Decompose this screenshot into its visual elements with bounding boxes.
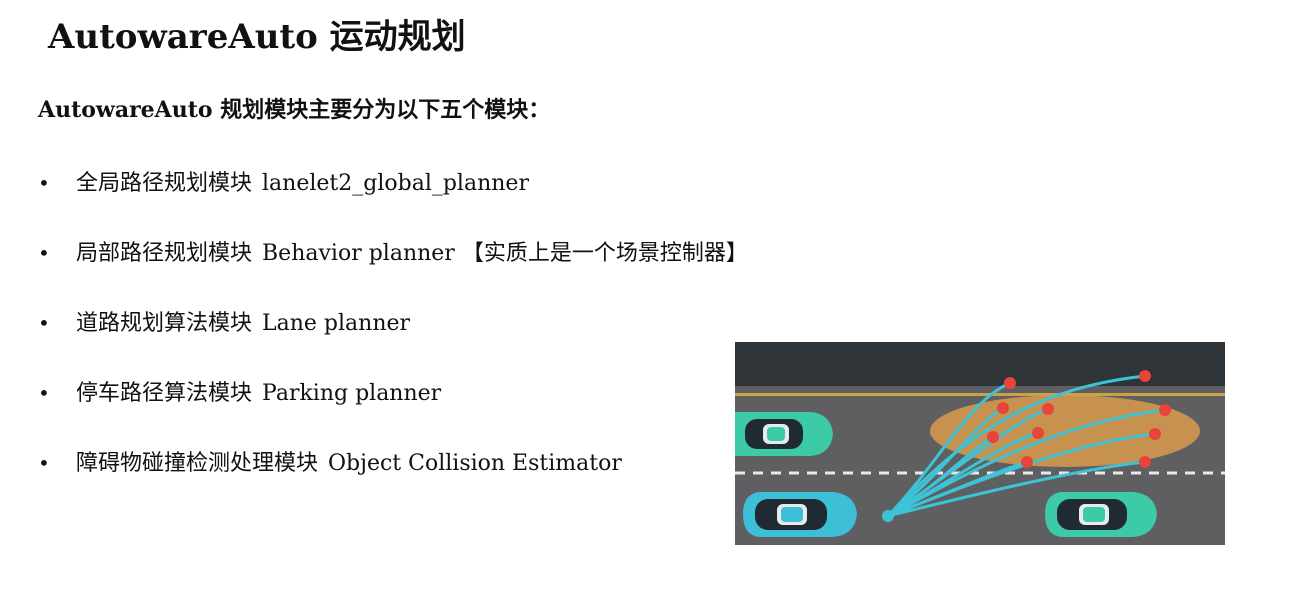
trajectory-path <box>886 431 1040 518</box>
car-top-left <box>735 412 833 456</box>
module-name-en: Parking planner <box>262 381 442 406</box>
bullet: • <box>38 381 50 405</box>
intro-heading: AutowareAuto 规划模块主要分为以下五个模块： <box>38 97 551 123</box>
trajectory-illustration <box>735 342 1225 545</box>
bullet: • <box>38 311 50 335</box>
curb-line <box>735 393 1225 396</box>
module-name-en: Behavior planner <box>262 241 455 266</box>
car-roof-inner <box>767 427 785 441</box>
ego-origin-point <box>882 510 894 522</box>
candidate-point <box>1021 456 1033 468</box>
trajectory-fan <box>886 374 1167 518</box>
module-item-global-planner: • 全局路径规划模块 lanelet2_global_planner <box>38 163 529 203</box>
module-name-cn: 全局路径规划模块 <box>76 171 253 196</box>
candidate-point <box>1149 428 1161 440</box>
trajectory-path <box>886 374 1147 518</box>
candidate-points <box>987 370 1171 468</box>
module-name-cn: 道路规划算法模块 <box>76 311 253 336</box>
candidate-point <box>1139 456 1151 468</box>
module-name-en: Object Collision Estimator <box>328 451 622 476</box>
page-title: AutowareAuto 运动规划 <box>48 17 466 57</box>
bullet: • <box>38 171 50 195</box>
module-name-cn: 障碍物碰撞检测处理模块 <box>76 451 319 476</box>
top-band <box>735 342 1225 386</box>
candidate-point <box>1139 370 1151 382</box>
candidate-point <box>1159 404 1171 416</box>
module-name-en: lanelet2_global_planner <box>262 171 529 196</box>
car-bottom-right <box>1045 492 1157 537</box>
trajectory-path <box>886 406 1005 518</box>
trajectory-path <box>886 460 1029 518</box>
module-item-collision-estimator: • 障碍物碰撞检测处理模块 Object Collision Estimator <box>38 443 622 483</box>
candidate-point <box>987 431 999 443</box>
candidate-point <box>997 402 1009 414</box>
bullet: • <box>38 241 50 265</box>
module-item-behavior-planner: • 局部路径规划模块 Behavior planner 【实质上是一个场景控制器】 <box>38 233 748 273</box>
car-roof-inner <box>781 507 803 522</box>
module-name-cn: 停车路径算法模块 <box>76 381 253 406</box>
candidate-point <box>1032 427 1044 439</box>
module-item-lane-planner: • 道路规划算法模块 Lane planner <box>38 303 410 343</box>
candidate-point <box>1004 377 1016 389</box>
module-name-cn: 局部路径规划模块 <box>76 241 253 266</box>
car-ego <box>743 492 894 537</box>
module-name-en: Lane planner <box>262 311 411 336</box>
module-item-parking-planner: • 停车路径算法模块 Parking planner <box>38 373 441 413</box>
trajectory-path <box>886 460 1147 518</box>
bullet: • <box>38 451 50 475</box>
module-note: 【实质上是一个场景控制器】 <box>461 241 748 266</box>
candidate-point <box>1042 403 1054 415</box>
trajectory-illustration-svg <box>735 342 1225 545</box>
car-roof-inner <box>1083 507 1105 522</box>
